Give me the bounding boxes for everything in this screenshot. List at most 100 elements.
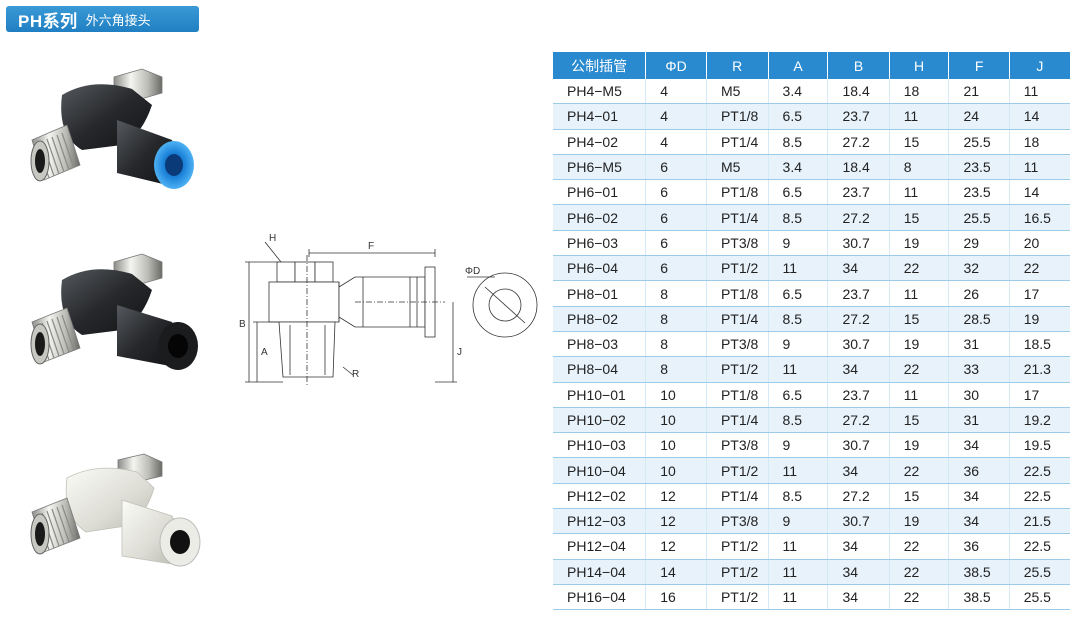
cell-model: PH8−03 <box>553 331 647 358</box>
cell-f: 38.5 <box>948 584 1010 611</box>
cell-b: 23.7 <box>827 179 890 206</box>
cell-h: 19 <box>889 508 950 535</box>
cell-f: 25.5 <box>948 129 1010 155</box>
table-header-row: 公制插管 ΦD R A B H F J <box>553 52 1070 79</box>
cell-r: PT1/4 <box>706 306 769 332</box>
cell-r: PT3/8 <box>706 508 769 535</box>
cell-b: 34 <box>827 255 890 282</box>
cell-od: 4 <box>645 79 707 105</box>
header-j: J <box>1009 52 1070 79</box>
cell-od: 4 <box>645 129 707 155</box>
cell-f: 28.5 <box>948 306 1010 332</box>
cell-f: 31 <box>948 331 1010 358</box>
cell-b: 30.7 <box>827 432 890 459</box>
header-od: ΦD <box>645 52 707 79</box>
cell-r: PT1/8 <box>706 179 769 206</box>
cell-h: 15 <box>889 483 950 510</box>
cell-a: 8.5 <box>768 306 829 332</box>
cell-r: PT3/8 <box>706 432 769 459</box>
cell-j: 22.5 <box>1009 457 1070 484</box>
cell-h: 11 <box>889 280 950 307</box>
cell-b: 27.2 <box>827 407 890 434</box>
cell-a: 3.4 <box>768 79 829 105</box>
cell-h: 19 <box>889 331 950 358</box>
cell-j: 17 <box>1009 280 1070 307</box>
cell-od: 8 <box>645 306 707 332</box>
cell-f: 38.5 <box>948 559 1010 585</box>
cell-f: 31 <box>948 407 1010 434</box>
cell-f: 29 <box>948 230 1010 257</box>
cell-model: PH12−03 <box>553 508 647 535</box>
cell-od: 6 <box>645 255 707 282</box>
cell-model: PH8−02 <box>553 306 647 332</box>
cell-model: PH4−01 <box>553 103 647 130</box>
cell-j: 19 <box>1009 306 1070 332</box>
cell-j: 22.5 <box>1009 533 1070 560</box>
cell-model: PH6−03 <box>553 230 647 257</box>
cell-h: 22 <box>889 533 950 560</box>
product-photo-black <box>30 253 198 370</box>
cell-b: 18.4 <box>827 154 890 181</box>
cell-f: 24 <box>948 103 1010 130</box>
cell-f: 23.5 <box>948 179 1010 206</box>
series-title-badge: PH系列 外六角接头 <box>6 6 199 32</box>
cell-j: 21.5 <box>1009 508 1070 535</box>
diagram-label-r: R <box>352 369 359 380</box>
cell-h: 15 <box>889 129 950 155</box>
cell-h: 18 <box>889 79 950 105</box>
cell-a: 9 <box>768 331 829 358</box>
cell-j: 22.5 <box>1009 483 1070 510</box>
cell-a: 11 <box>768 457 829 484</box>
cell-r: PT1/8 <box>706 280 769 307</box>
cell-f: 26 <box>948 280 1010 307</box>
cell-r: PT1/8 <box>706 103 769 130</box>
cell-r: PT1/2 <box>706 457 769 484</box>
cell-b: 34 <box>827 584 890 611</box>
product-photo-black-blue <box>30 68 194 189</box>
cell-a: 6.5 <box>768 103 829 130</box>
series-name: PH系列 <box>18 11 78 31</box>
header-f: F <box>948 52 1010 79</box>
cell-b: 30.7 <box>827 331 890 358</box>
cell-r: M5 <box>706 79 769 105</box>
cell-r: PT1/4 <box>706 129 769 155</box>
cell-od: 10 <box>645 457 707 484</box>
cell-od: 8 <box>645 280 707 307</box>
cell-b: 23.7 <box>827 280 890 307</box>
diagram-label-h: H <box>269 233 276 244</box>
cell-r: PT1/2 <box>706 559 769 585</box>
cell-a: 8.5 <box>768 129 829 155</box>
header-b: B <box>827 52 890 79</box>
cell-j: 21.3 <box>1009 356 1070 383</box>
cell-j: 16.5 <box>1009 204 1070 231</box>
cell-model: PH16−04 <box>553 584 647 611</box>
cell-j: 20 <box>1009 230 1070 257</box>
cell-h: 11 <box>889 103 950 130</box>
cell-model: PH8−01 <box>553 280 647 307</box>
header-r: R <box>706 52 769 79</box>
product-photo-white <box>30 453 201 567</box>
cell-f: 25.5 <box>948 204 1010 231</box>
cell-j: 19.5 <box>1009 432 1070 459</box>
cell-od: 10 <box>645 432 707 459</box>
cell-model: PH6−02 <box>553 204 647 231</box>
cell-a: 11 <box>768 559 829 585</box>
cell-f: 30 <box>948 382 1010 408</box>
cell-od: 12 <box>645 483 707 510</box>
cell-a: 6.5 <box>768 179 829 206</box>
cell-od: 10 <box>645 407 707 434</box>
cell-j: 14 <box>1009 103 1070 130</box>
cell-f: 34 <box>948 508 1010 535</box>
cell-a: 9 <box>768 508 829 535</box>
cell-od: 8 <box>645 331 707 358</box>
cell-od: 16 <box>645 584 707 611</box>
cell-h: 11 <box>889 179 950 206</box>
